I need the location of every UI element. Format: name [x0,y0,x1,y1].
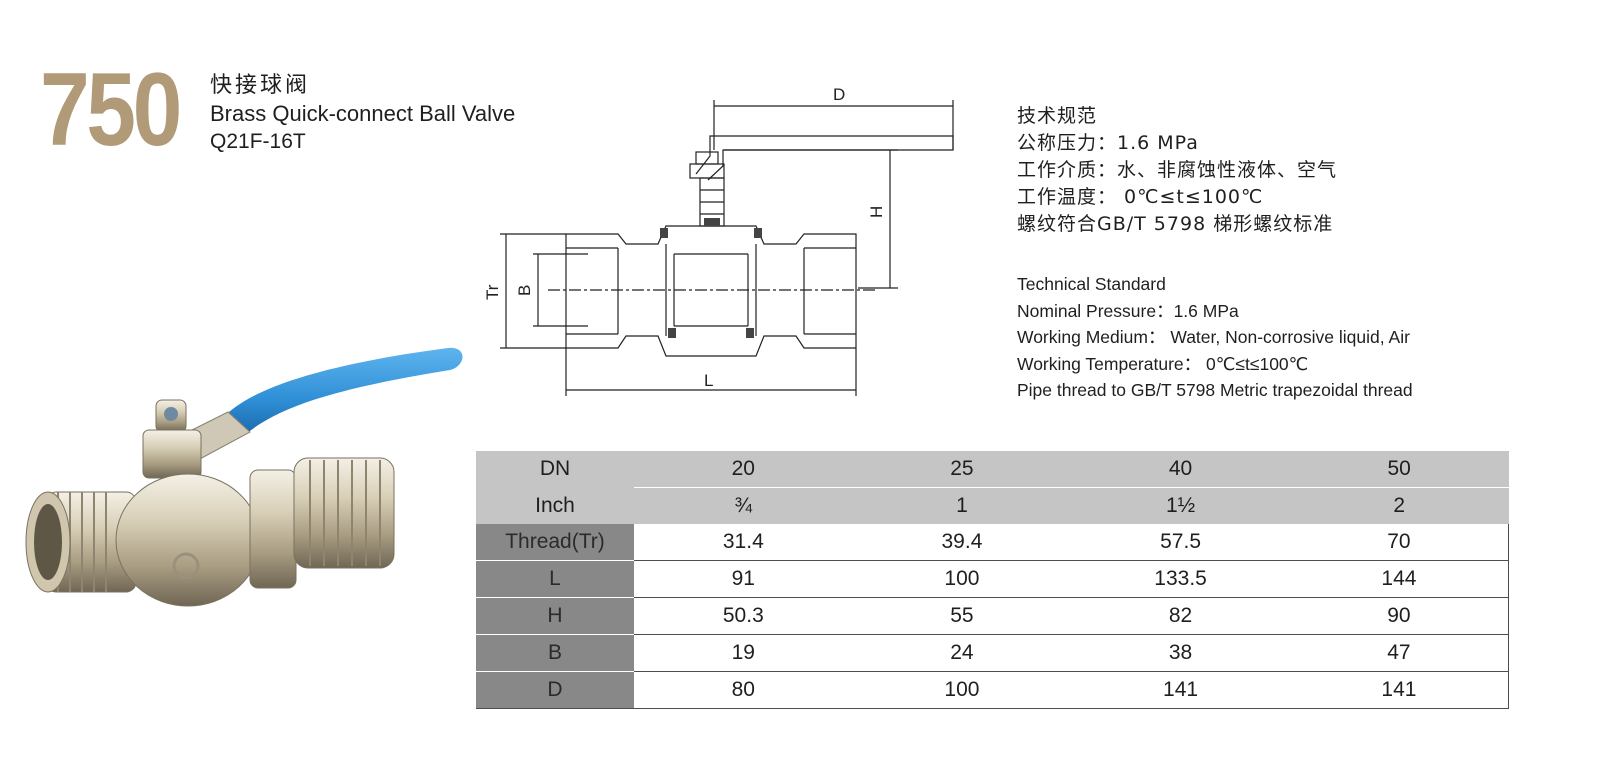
model-number: 750 [40,52,182,168]
table-cell: 141 [1289,671,1509,709]
drawing-label-h: H [867,206,886,218]
table-cell: 39.4 [852,524,1072,561]
table-cell: 25 [852,451,1072,488]
ball-valve-photo [25,347,463,607]
table-cell: 20 [634,451,853,488]
title-block: 快接球阀 Brass Quick-connect Ball Valve Q21F… [210,72,515,156]
table-cell: 31.4 [634,524,853,561]
table-header-row-inch: Inch ¾ 1 1½ 2 [476,487,1509,524]
table-cell: 1 [852,487,1072,524]
spec-en-line: Nominal Pressure：1.6 MPa [1017,300,1239,321]
spec-en-heading: Technical Standard [1017,274,1166,294]
table-cell: ¾ [634,487,853,524]
table-header-row-dn: DN 20 25 40 50 [476,451,1509,488]
table-row: D 80 100 141 141 [476,671,1509,709]
table-row-label: L [476,560,634,598]
table-cell: 80 [634,671,853,709]
spec-en-line: Working Temperature： 0℃≤t≤100℃ [1017,353,1309,374]
table-cell: 144 [1289,560,1509,598]
spec-cn-heading: 技术规范 [1017,105,1098,127]
table-cell: 1½ [1071,487,1290,524]
drawing-label-tr: Tr [483,284,502,300]
product-title-en: Brass Quick-connect Ball Valve [210,101,516,126]
spec-en-line: Pipe thread to GB/T 5798 Metric trapezoi… [1017,380,1413,400]
table-cell: 100 [852,560,1072,598]
spec-en-line: Working Medium： Water, Non-corrosive liq… [1017,327,1410,347]
drawing-label-b: B [515,285,534,296]
table-cell: 19 [634,634,853,672]
product-model-code: Q21F-16T [210,130,306,153]
table-cell: 55 [852,597,1072,635]
table-row-label: Thread(Tr) [476,524,634,561]
table-row: L 91 100 133.5 144 [476,560,1509,598]
table-cell: 90 [1289,597,1509,635]
spec-en: Technical Standard Nominal Pressure：1.6 … [1017,271,1413,404]
table-row-label: H [476,597,634,635]
valve-technical-drawing: D H Tr B L [483,85,954,396]
table-cell: 141 [1071,671,1290,709]
table-cell: 70 [1289,524,1509,561]
table-row-label: D [476,671,634,709]
table-row: Thread(Tr) 31.4 39.4 57.5 70 [476,524,1509,561]
table-header-label: DN [476,451,634,488]
table-cell: 47 [1289,634,1509,672]
table-cell: 57.5 [1071,524,1290,561]
table-cell: 24 [852,634,1072,672]
table-row: B 19 24 38 47 [476,634,1509,672]
table-cell: 50 [1289,451,1509,488]
table-cell: 40 [1071,451,1290,488]
table-cell: 38 [1071,634,1290,672]
table-cell: 2 [1289,487,1509,524]
spec-cn-line: 工作温度： 0℃≤t≤100℃ [1017,186,1264,208]
spec-cn-line: 公称压力：1.6 MPa [1017,132,1199,154]
drawing-label-d: D [833,85,845,104]
table-header-label: Inch [476,487,634,524]
spec-cn-line: 工作介质：水、非腐蚀性液体、空气 [1017,159,1338,181]
table-row-label: B [476,634,634,672]
table-cell: 133.5 [1071,560,1290,598]
drawing-label-l: L [704,371,713,390]
spec-cn: 技术规范 公称压力：1.6 MPa 工作介质：水、非腐蚀性液体、空气 工作温度：… [1017,103,1337,238]
spec-cn-line: 螺纹符合GB/T 5798 梯形螺纹标准 [1017,213,1334,235]
product-title-cn: 快接球阀 [210,73,311,98]
table-row: H 50.3 55 82 90 [476,597,1509,635]
table-cell: 82 [1071,597,1290,635]
table-cell: 91 [634,560,853,598]
table-cell: 100 [852,671,1072,709]
table-cell: 50.3 [634,597,853,635]
dimension-table: DN 20 25 40 50 Inch ¾ 1 1½ 2 Thread(Tr) … [476,451,1509,709]
